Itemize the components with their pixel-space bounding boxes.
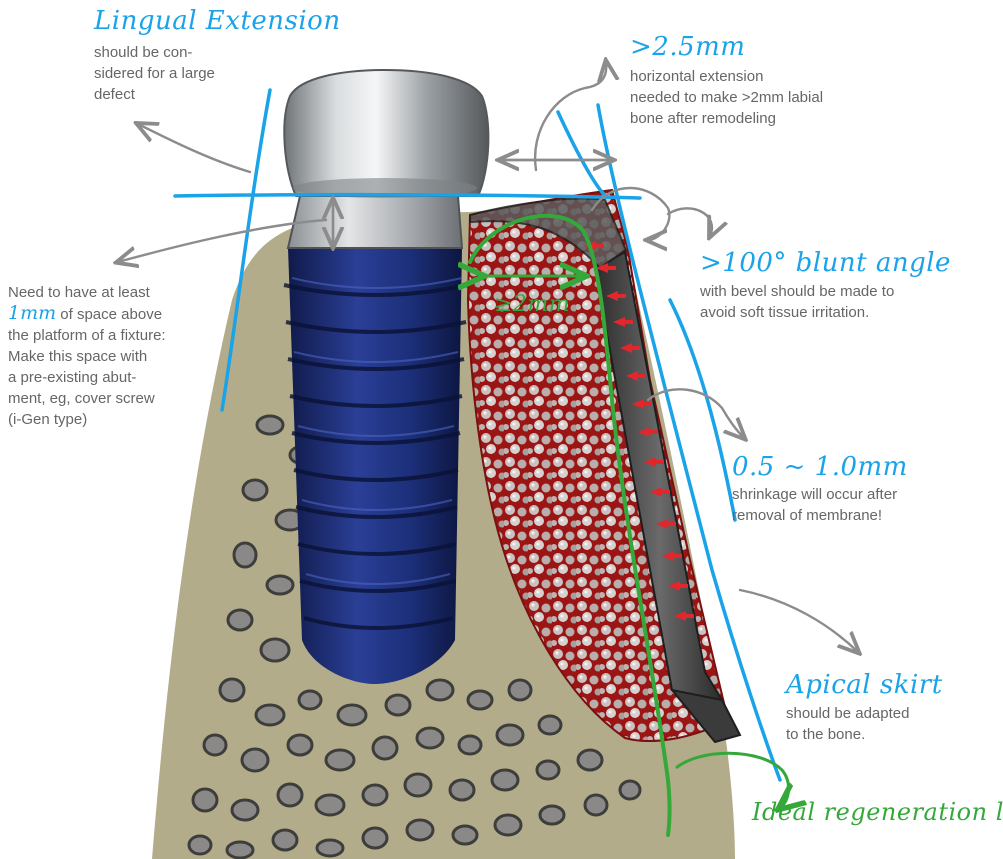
lingual-note-line: should be con-: [94, 42, 215, 63]
horizontal-title: >2.5mm: [630, 34, 745, 60]
angle-note: with bevel should be made to avoid soft …: [700, 281, 894, 323]
horizontal-note-line: horizontal extension: [630, 66, 823, 87]
lingual-note: should be con- sidered for a large defec…: [94, 42, 215, 105]
horizontal-note-line: needed to make >2mm labial: [630, 87, 823, 108]
lingual-note-line: defect: [94, 84, 215, 105]
apical-note: should be adapted to the bone.: [786, 703, 909, 745]
shrinkage-note-line: removal of membrane!: [732, 505, 897, 526]
apical-note-line: should be adapted: [786, 703, 909, 724]
platform-highlight: 1mm: [8, 302, 56, 324]
platform-note-line: Need to have at least: [8, 282, 166, 303]
platform-note-line: a pre-existing abut-: [8, 367, 166, 388]
platform-note-line: 1mm of space above: [8, 303, 166, 325]
angle-title: >100° blunt angle: [700, 250, 951, 276]
angle-note-line: with bevel should be made to: [700, 281, 894, 302]
platform-line2-rest: of space above: [56, 306, 162, 323]
shrinkage-title: 0.5 ~ 1.0mm: [732, 454, 908, 480]
healing-cap: [284, 70, 488, 196]
ideal-title: Ideal regeneration line: [752, 800, 1003, 824]
horizontal-note-line: bone after remodeling: [630, 108, 823, 129]
horizontal-note: horizontal extension needed to make >2mm…: [630, 66, 823, 129]
platform-note-line: ment, eg, cover screw: [8, 388, 166, 409]
apical-title: Apical skirt: [786, 672, 943, 698]
apical-note-line: to the bone.: [786, 724, 909, 745]
gap-label: ≥2mm: [494, 294, 570, 316]
shrinkage-note: shrinkage will occur after removal of me…: [732, 484, 897, 526]
lingual-note-line: sidered for a large: [94, 63, 215, 84]
implant-fixture: [284, 248, 468, 684]
platform-note-line: Make this space with: [8, 346, 166, 367]
platform-note: Need to have at least 1mm of space above…: [8, 282, 166, 430]
platform-note-line: the platform of a fixture:: [8, 325, 166, 346]
lingual-title: Lingual Extension: [94, 8, 341, 34]
platform-note-line: (i-Gen type): [8, 409, 166, 430]
shrinkage-note-line: shrinkage will occur after: [732, 484, 897, 505]
angle-note-line: avoid soft tissue irritation.: [700, 302, 894, 323]
